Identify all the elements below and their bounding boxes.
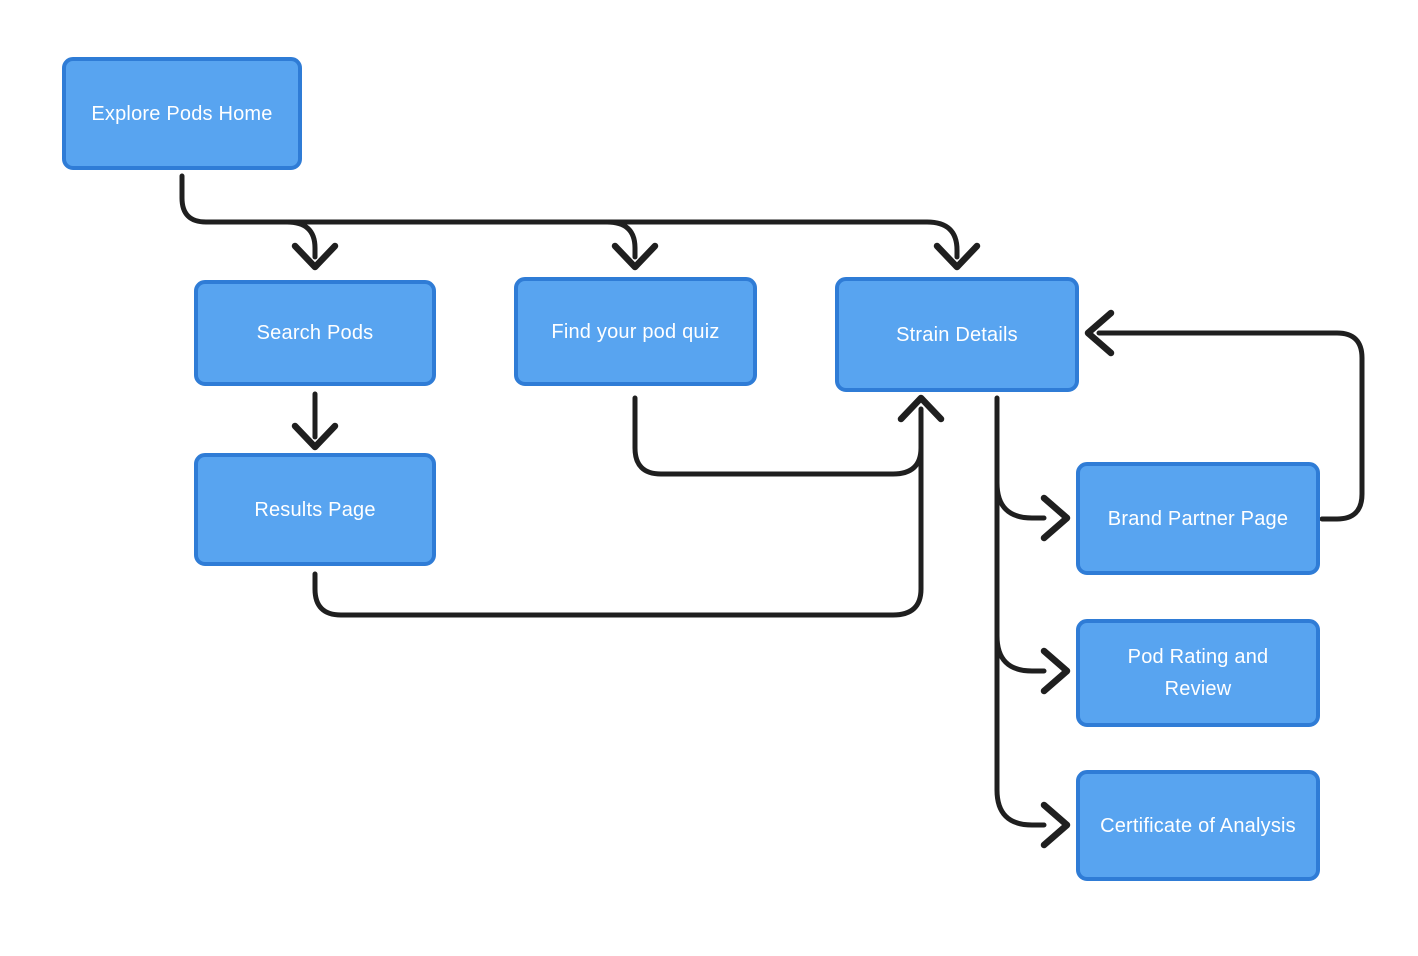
arrowhead-results-page-to-strain-details xyxy=(897,394,945,423)
node-pod-rating-and-review[interactable]: Pod Rating and Review xyxy=(1076,619,1320,727)
node-label: Results Page xyxy=(254,498,376,521)
arrowhead-explore-pods-home-to-search-pods xyxy=(291,242,339,271)
arrowhead-search-pods-to-results-page xyxy=(291,422,339,451)
arrowhead-strain-details-to-pod-rating-and-review xyxy=(1040,647,1071,695)
arrowhead-strain-details-to-brand-partner-page xyxy=(1040,494,1071,542)
edge-explore-pods-home-to-find-your-pod-quiz xyxy=(604,219,638,260)
node-brand-partner-page[interactable]: Brand Partner Page xyxy=(1076,462,1320,575)
edge-results-page-to-strain-details xyxy=(312,406,924,618)
node-label: Search Pods xyxy=(256,322,374,344)
arrowhead-strain-details-to-certificate-of-analysis xyxy=(1040,801,1071,849)
edge-explore-pods-home-to-search-pods xyxy=(284,219,318,260)
node-certificate-of-analysis[interactable]: Certificate of Analysis xyxy=(1076,770,1320,881)
node-strain-details[interactable]: Strain Details xyxy=(835,277,1079,392)
node-label: Certificate of Analysis xyxy=(1100,814,1296,837)
node-results-page[interactable]: Results Page xyxy=(194,453,436,566)
edge-brand-partner-page-to-strain-details xyxy=(1096,330,1365,522)
arrowhead-explore-pods-home-to-strain-details xyxy=(933,242,981,271)
arrowhead-brand-partner-page-to-strain-details xyxy=(1084,309,1115,357)
node-label: Brand Partner Page xyxy=(1107,507,1289,530)
edge-explore-pods-home-to-strain-details xyxy=(179,173,960,260)
node-search-pods[interactable]: Search Pods xyxy=(194,280,436,386)
edge-strain-details-to-certificate-of-analysis xyxy=(994,395,1047,828)
node-explore-pods-home[interactable]: Explore Pods Home xyxy=(62,57,302,170)
arrowhead-explore-pods-home-to-find-your-pod-quiz xyxy=(611,242,659,271)
node-find-your-pod-quiz[interactable]: Find your pod quiz xyxy=(514,277,757,386)
node-label: Pod Rating and Review xyxy=(1127,646,1269,700)
node-label: Strain Details xyxy=(896,323,1018,346)
node-label: Find your pod quiz xyxy=(551,320,720,343)
node-label: Explore Pods Home xyxy=(91,102,273,125)
